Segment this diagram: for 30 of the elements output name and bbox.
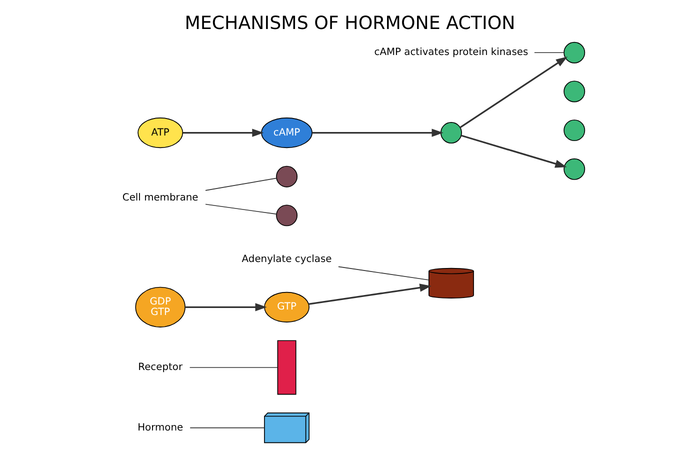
connector [189, 367, 278, 368]
node-ellipse: cAMP [261, 118, 312, 148]
connector [338, 266, 430, 280]
node-text: Adenylate cyclase [242, 254, 332, 265]
arrow [182, 128, 264, 137]
node-ellipse: GTP [264, 292, 310, 322]
arrow [312, 128, 444, 137]
node-circle [564, 120, 586, 142]
arrow [461, 134, 567, 168]
node-circle [564, 80, 586, 102]
arrow [460, 56, 568, 128]
node-text: Cell membrane [122, 192, 198, 204]
node-circle [564, 42, 586, 64]
node-circle [440, 122, 462, 144]
connector [205, 178, 277, 191]
arrow [308, 284, 432, 305]
node-ellipse: GDP GTP [135, 286, 186, 328]
connector [190, 427, 265, 428]
arrow [184, 303, 267, 312]
connector [205, 204, 277, 214]
node-circle [276, 166, 298, 188]
node-text: Hormone [138, 422, 184, 434]
node-bar [277, 340, 296, 395]
diagram-title: MECHANISMS OF HORMONE ACTION [184, 13, 516, 34]
node-text: Receptor [138, 362, 183, 374]
node-ellipse: ATP [138, 118, 184, 148]
node-text: cAMP activates protein kinases [374, 47, 528, 58]
node-circle [564, 158, 586, 180]
node-circle [276, 204, 298, 226]
connector [534, 52, 564, 54]
